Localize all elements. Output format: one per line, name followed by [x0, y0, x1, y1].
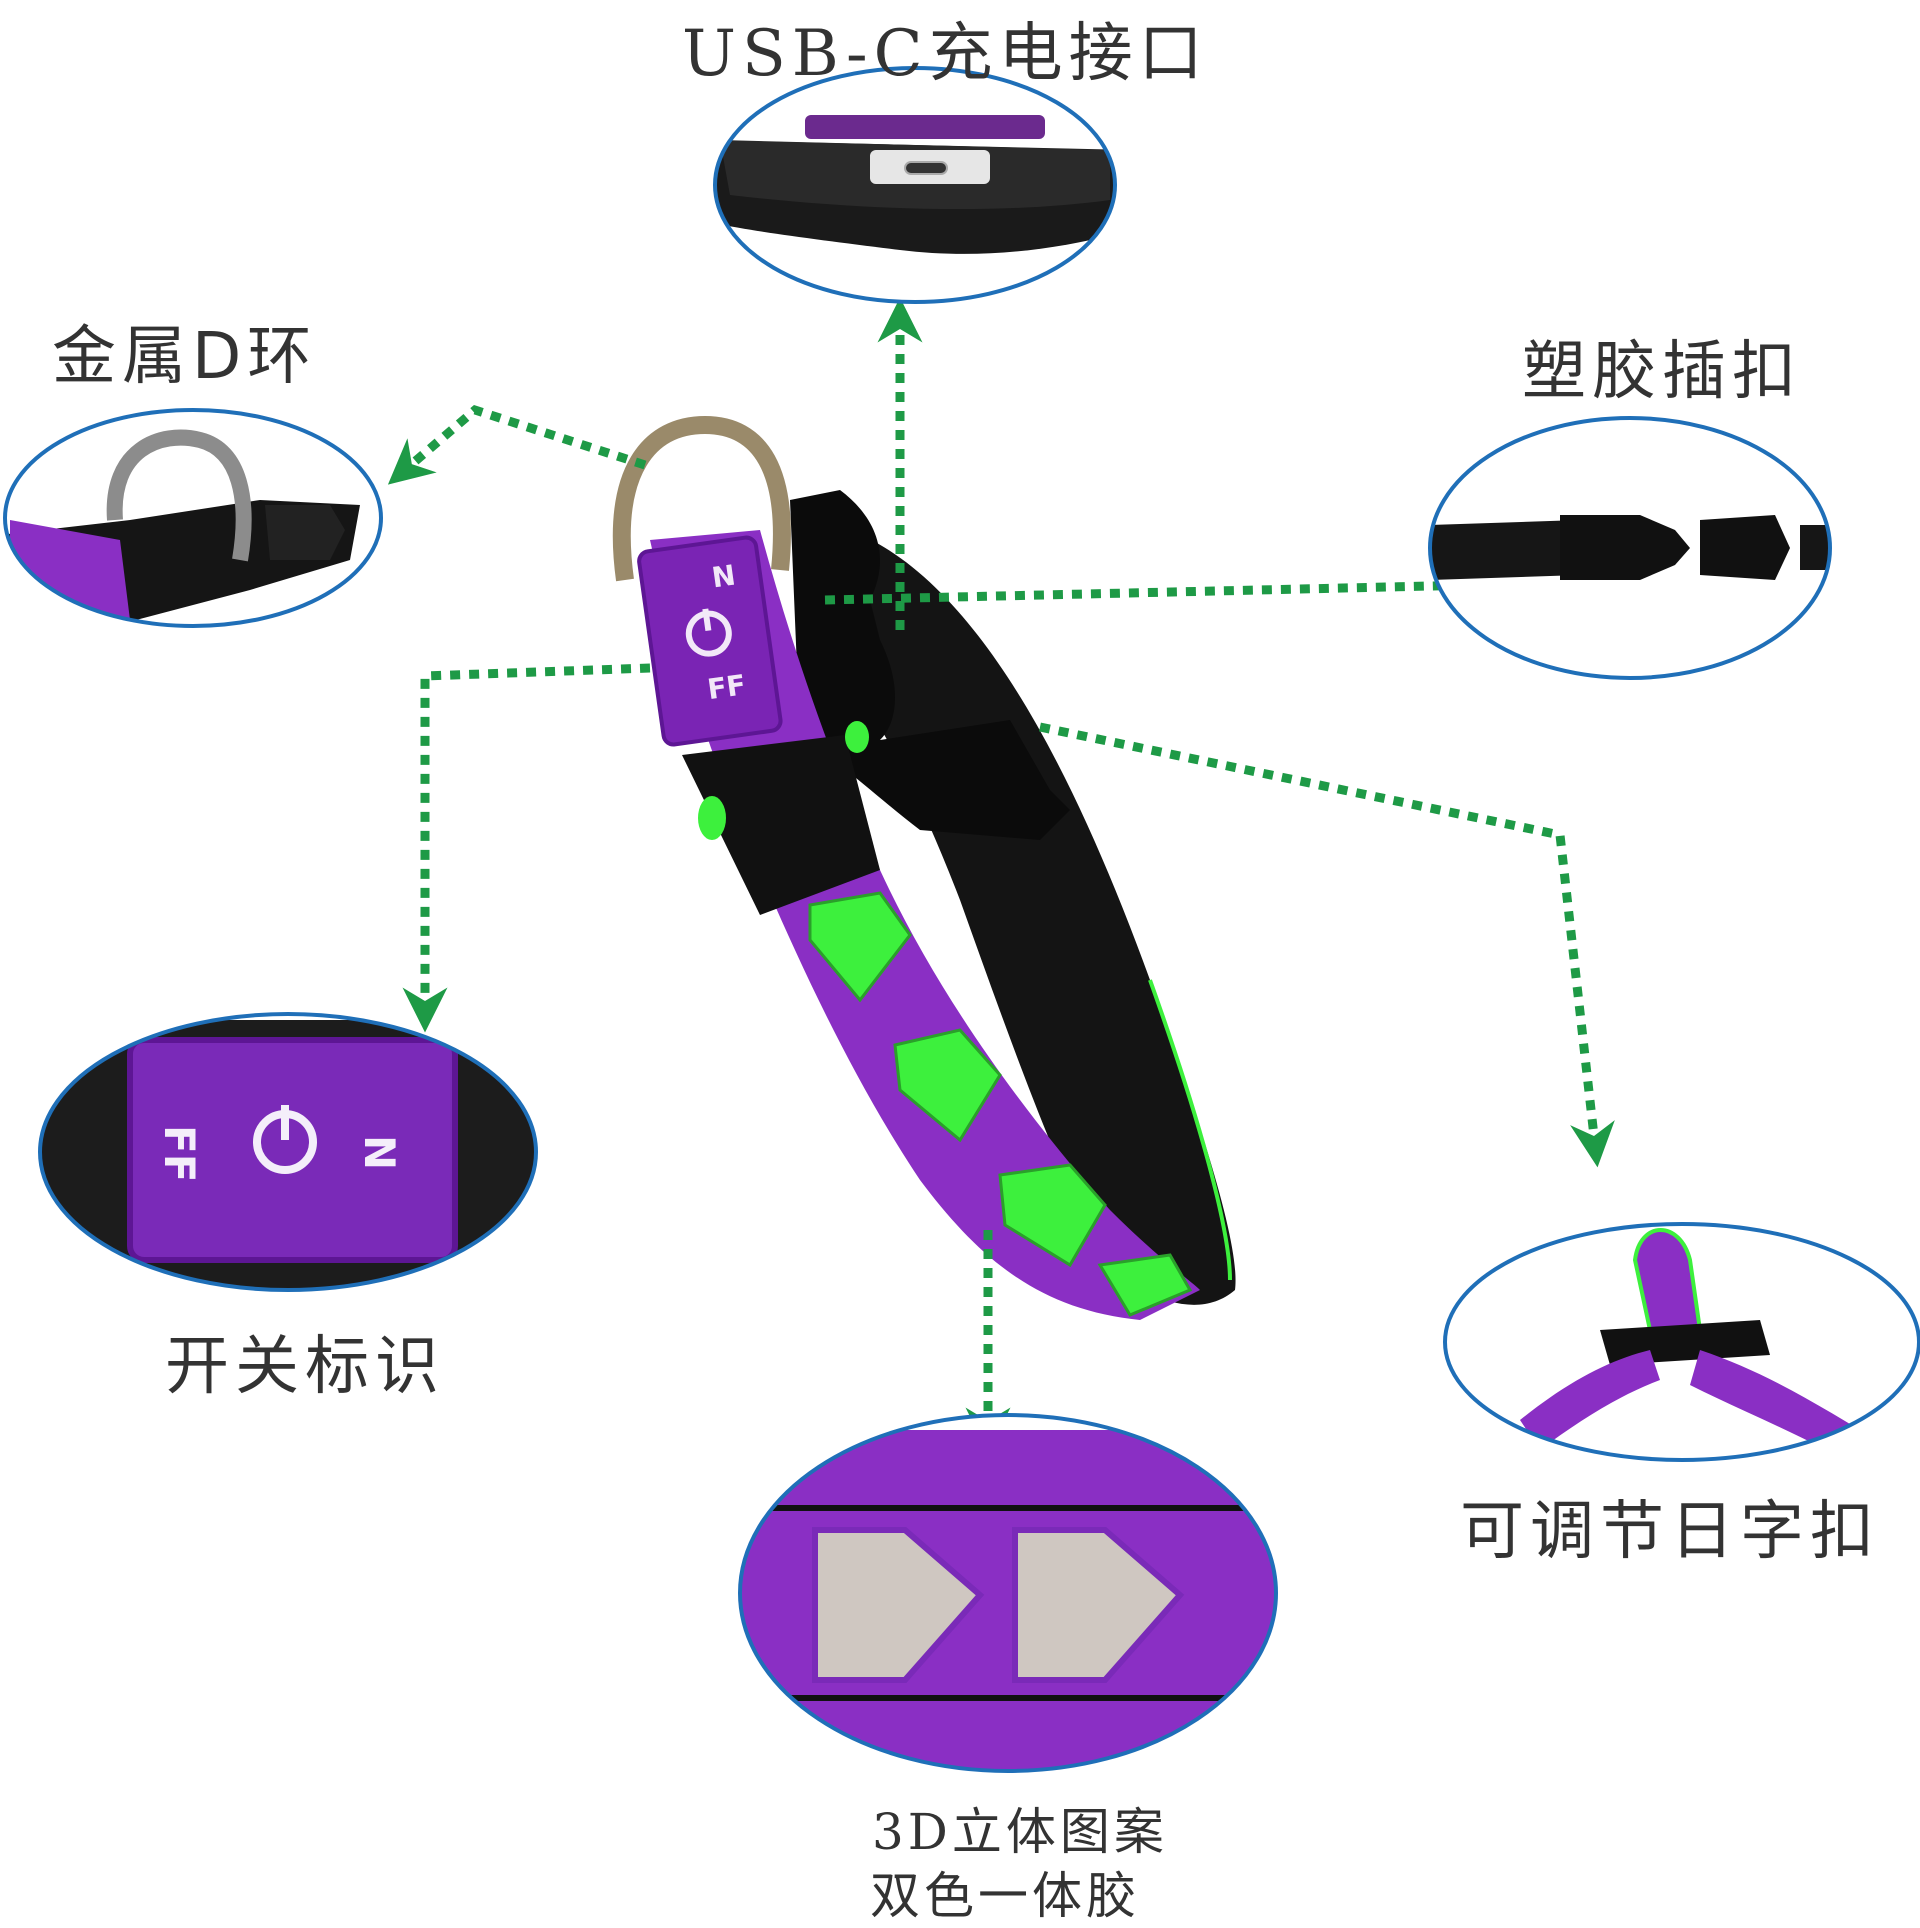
arrow-switch — [402, 663, 651, 1033]
arrow-dring — [387, 404, 647, 485]
diamond-pattern — [808, 891, 1193, 1317]
label-adjuster: 可调节日字扣 — [1460, 1495, 1880, 1569]
label-usb-port: USB-C充电接口 — [682, 17, 1209, 91]
label-switch-logo: 开关标识 — [165, 1330, 445, 1404]
callout-usb-port — [713, 66, 1117, 304]
led-light — [845, 721, 869, 753]
back-strap — [800, 520, 1236, 1305]
svg-text:FF: FF — [705, 668, 747, 706]
callout-adjuster — [1443, 1222, 1920, 1462]
arrow-adjuster — [1039, 722, 1615, 1168]
svg-text:N: N — [355, 1135, 404, 1170]
label-plastic-buckle: 塑胶插扣 — [1522, 335, 1802, 409]
callout-d-ring — [3, 408, 383, 628]
callout-buckle — [1428, 416, 1832, 680]
buckle-body — [790, 490, 1070, 840]
svg-text:FF: FF — [155, 1125, 204, 1182]
arrow-buckle — [824, 563, 1498, 609]
callout-switch: N FF — [38, 1012, 538, 1292]
callout-pattern — [738, 1413, 1278, 1773]
collar-switch-badge: N FF — [637, 535, 783, 747]
svg-text:N: N — [710, 559, 738, 595]
purple-band — [650, 530, 1200, 1320]
main-collar: N FF — [612, 415, 1236, 1320]
d-ring — [612, 415, 791, 582]
callout-arrows — [387, 297, 1615, 1453]
label-pattern-line1: 3D立体图案 — [872, 1803, 1168, 1861]
label-pattern-line2: 双色一体胶 — [870, 1867, 1140, 1925]
glow-edge — [1148, 979, 1232, 1281]
label-d-ring: 金属D环 — [52, 320, 318, 394]
webbing-section — [682, 735, 880, 915]
led-light — [698, 796, 726, 840]
